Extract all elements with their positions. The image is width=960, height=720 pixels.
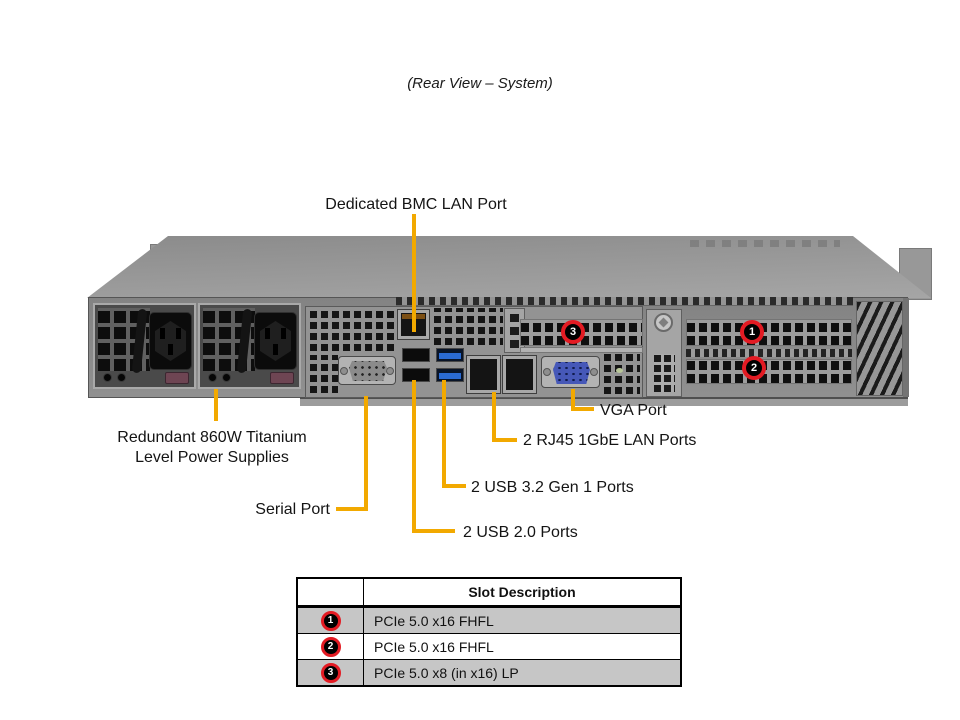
row3-description: PCIe 5.0 x8 (in x16) LP xyxy=(363,660,680,685)
usb2-label: 2 USB 2.0 Ports xyxy=(463,524,578,541)
right-vent-panel xyxy=(856,301,903,396)
usb2-callout-line-h xyxy=(412,529,455,533)
vga-label: VGA Port xyxy=(600,402,667,419)
lid-vent-dashes xyxy=(690,240,840,247)
lan-port-2 xyxy=(502,355,537,394)
chassis-bottom-lip xyxy=(300,397,908,406)
io-vent-field-left xyxy=(310,309,396,351)
row3-badge: 3 xyxy=(320,662,341,683)
slot-description-table: Slot Description 1 PCIe 5.0 x16 FHFL 2 P… xyxy=(296,577,682,687)
table-row: 3 PCIe 5.0 x8 (in x16) LP xyxy=(298,659,680,685)
serial-callout-line-v xyxy=(364,396,368,511)
slot-divider-vents xyxy=(686,349,852,357)
psu1-button xyxy=(103,373,112,382)
psu2-ac-inlet xyxy=(254,312,297,370)
lan-label: 2 RJ45 1GbE LAN Ports xyxy=(523,432,697,449)
rear-top-vent-strip xyxy=(396,297,853,306)
psu2-led xyxy=(222,373,231,382)
bmc-callout-line xyxy=(412,214,416,332)
psu-label-line1: Redundant 860W Titanium xyxy=(117,429,307,446)
psu-callout-line xyxy=(214,389,218,421)
thumbscrew-icon xyxy=(654,313,673,332)
table-row: 2 PCIe 5.0 x16 FHFL xyxy=(298,633,680,659)
slot-1-badge: 1 xyxy=(740,320,764,344)
center-bracket-holes xyxy=(654,354,675,392)
row1-badge-cell: 1 xyxy=(298,608,363,633)
serial-port xyxy=(338,356,396,385)
row2-description: PCIe 5.0 x16 FHFL xyxy=(363,634,680,659)
lan-callout-line-v xyxy=(492,392,496,442)
pcie-slot-2 xyxy=(686,359,852,384)
row1-badge: 1 xyxy=(320,610,341,631)
usb2-callout-line-v xyxy=(412,380,416,533)
center-bracket xyxy=(646,309,682,397)
diagram-title: (Rear View – System) xyxy=(407,75,553,92)
lan-callout-line-h xyxy=(492,438,517,442)
io-vent-field-mid xyxy=(434,308,503,345)
row1-description: PCIe 5.0 x16 FHFL xyxy=(363,608,680,633)
usb3-label: 2 USB 3.2 Gen 1 Ports xyxy=(471,479,634,496)
table-row: 1 PCIe 5.0 x16 FHFL xyxy=(298,608,680,633)
slot-2-badge: 2 xyxy=(742,356,766,380)
table-header-row: Slot Description xyxy=(298,579,680,608)
usb3-port-bottom xyxy=(436,368,464,382)
io-vent-field-right xyxy=(604,352,640,394)
psu2-inlet-recess xyxy=(260,321,291,361)
usb3-port-top xyxy=(436,348,464,362)
vga-callout-line-h xyxy=(571,407,594,411)
psu-label: Redundant 860W Titanium Level Power Supp… xyxy=(100,428,324,468)
status-led xyxy=(616,368,623,373)
psu-label-line2: Level Power Supplies xyxy=(135,449,289,466)
chassis-right-edge xyxy=(903,298,909,397)
table-header-badge-col xyxy=(298,579,363,605)
slot3-rail xyxy=(520,347,643,353)
pcie-slot-1 xyxy=(686,319,852,346)
psu2-button xyxy=(208,373,217,382)
row2-badge-cell: 2 xyxy=(298,634,363,659)
table-header-label: Slot Description xyxy=(363,579,680,605)
psu1-ac-inlet xyxy=(149,312,192,370)
psu1-led xyxy=(117,373,126,382)
row3-badge-cell: 3 xyxy=(298,660,363,685)
psu1-inlet-recess xyxy=(155,321,186,361)
serial-port-label: Serial Port xyxy=(255,501,330,518)
row2-badge: 2 xyxy=(320,636,341,657)
io-vent-field-lower-left xyxy=(310,355,338,393)
psu1-latch xyxy=(165,372,189,384)
vga-callout-line-v xyxy=(571,389,575,411)
lan-port-1 xyxy=(466,355,501,394)
usb2-port-bottom xyxy=(402,368,430,382)
power-supply-2 xyxy=(198,303,301,389)
power-supply-1 xyxy=(93,303,196,389)
psu2-latch xyxy=(270,372,294,384)
usb3-callout-line-h xyxy=(442,484,466,488)
bmc-lan-label: Dedicated BMC LAN Port xyxy=(325,196,507,213)
slot-3-badge: 3 xyxy=(561,320,585,344)
serial-callout-line-h xyxy=(336,507,368,511)
usb3-callout-line-v xyxy=(442,380,446,488)
vga-port xyxy=(541,356,600,388)
usb2-port-top xyxy=(402,348,430,362)
